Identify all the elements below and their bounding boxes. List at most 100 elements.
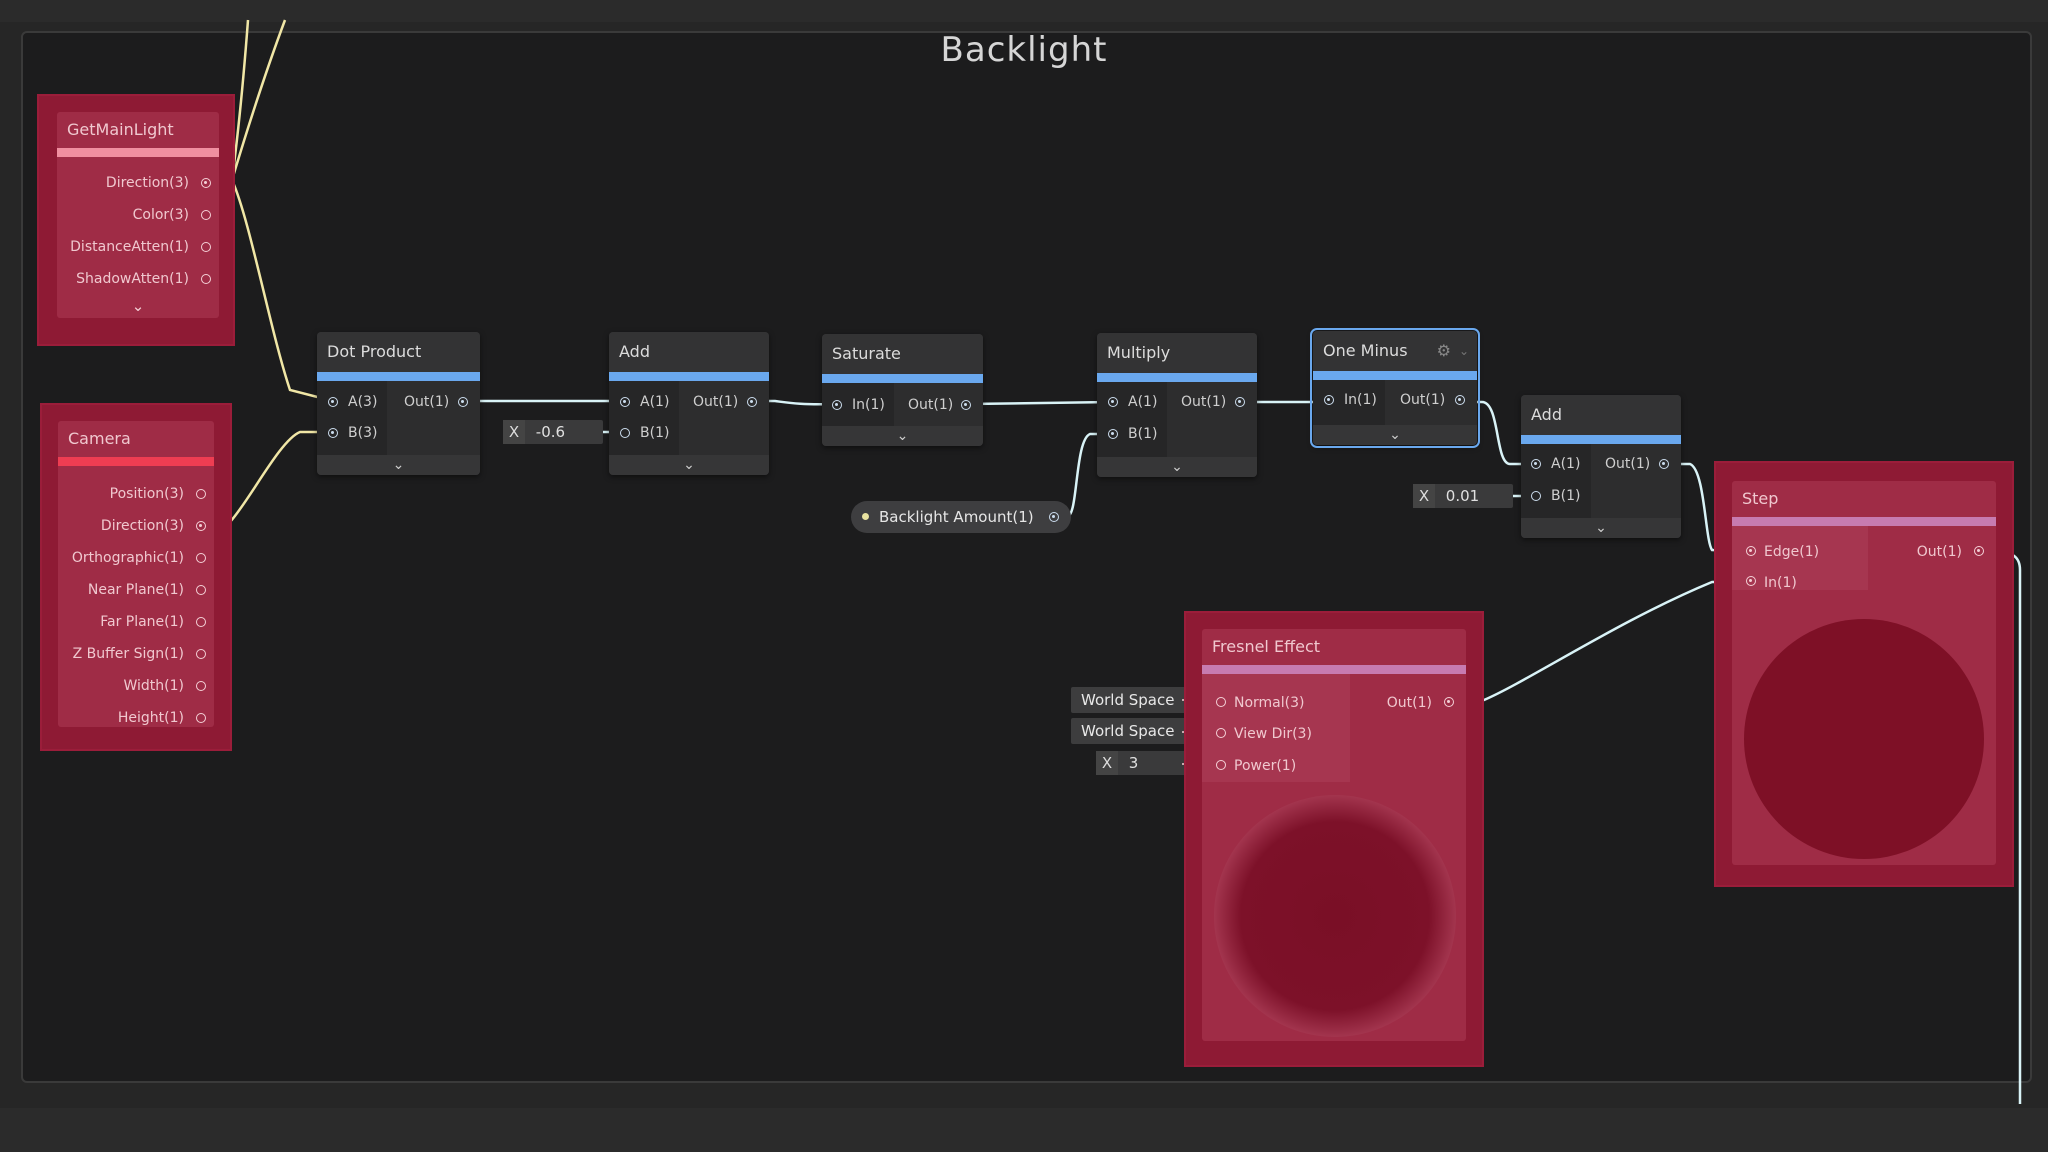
- wire-light-direction-to-dot: [210, 178, 334, 403]
- wire-light-direction-up-2: [230, 19, 287, 181]
- dot-product-node[interactable]: Dot Product A(3) B(3) Out(1) ⌄: [317, 332, 480, 475]
- output-port-z-buffer-sign[interactable]: [196, 649, 206, 659]
- input-port-in[interactable]: [1746, 576, 1756, 586]
- input-column: [1097, 382, 1167, 457]
- output-port[interactable]: [1659, 459, 1669, 469]
- multiply-node[interactable]: Multiply A(1) B(1) Out(1) ⌄: [1097, 333, 1257, 477]
- input-port-b[interactable]: [1108, 429, 1118, 439]
- chevron-down-icon[interactable]: ⌄: [1521, 518, 1681, 538]
- add-node[interactable]: Add A(1) B(1) Out(1) ⌄: [609, 332, 769, 475]
- output-port-direction[interactable]: [196, 521, 206, 531]
- normal-space-dropdown[interactable]: World Space: [1071, 687, 1191, 713]
- gear-icon[interactable]: ⚙: [1436, 341, 1451, 360]
- graph-canvas[interactable]: [21, 31, 2032, 1083]
- input-column: [317, 381, 387, 455]
- input-port-in[interactable]: [832, 400, 842, 410]
- add-node-2[interactable]: Add A(1) B(1) Out(1) ⌄: [1521, 395, 1681, 538]
- output-label: Direction(3): [105, 175, 189, 191]
- node-title: Fresnel Effect: [1212, 637, 1321, 656]
- chevron-down-icon[interactable]: ⌄: [131, 297, 145, 315]
- chevron-down-icon[interactable]: ⌄: [1313, 425, 1477, 445]
- output-port-orthographic[interactable]: [196, 553, 206, 563]
- node-title: One Minus: [1323, 341, 1408, 360]
- axis-label: X: [1413, 484, 1435, 508]
- viewdir-space-dropdown[interactable]: World Space: [1071, 718, 1191, 744]
- output-port-shadow-atten[interactable]: [201, 274, 211, 284]
- output-port[interactable]: [1235, 397, 1245, 407]
- input-port-b[interactable]: [620, 428, 630, 438]
- input-port-a[interactable]: [328, 397, 338, 407]
- input-label: B(3): [348, 425, 378, 441]
- input-label: B(1): [1551, 488, 1581, 504]
- camera-node[interactable]: Camera Position(3) Direction(3) Orthogra…: [40, 403, 232, 751]
- saturate-node[interactable]: Saturate In(1) Out(1) ⌄: [822, 334, 983, 446]
- output-port[interactable]: [1974, 546, 1984, 556]
- input-port-view-dir[interactable]: [1216, 728, 1226, 738]
- backlight-amount-property[interactable]: Backlight Amount(1): [851, 501, 1071, 533]
- output-port-width[interactable]: [196, 681, 206, 691]
- node-header-bar: [1732, 517, 1996, 526]
- field-value: 0.01: [1445, 487, 1480, 505]
- one-minus-node[interactable]: One Minus ⚙ ⌄ In(1) Out(1) ⌄: [1310, 328, 1480, 448]
- input-label: B(1): [640, 425, 670, 441]
- input-port-normal[interactable]: [1216, 697, 1226, 707]
- input-port-a[interactable]: [620, 397, 630, 407]
- input-label: View Dir(3): [1234, 726, 1312, 742]
- node-header-bar: [1313, 371, 1477, 380]
- camera-panel: Camera: [58, 421, 214, 727]
- output-port[interactable]: [961, 400, 971, 410]
- input-label: In(1): [852, 397, 885, 413]
- output-label: DistanceAtten(1): [70, 239, 189, 255]
- property-indicator: [862, 513, 869, 520]
- input-label: A(1): [1551, 456, 1581, 472]
- get-main-light-node[interactable]: GetMainLight Direction(3) Color(3) Dista…: [37, 94, 235, 346]
- axis-label: X: [503, 420, 525, 444]
- add-b-value-field[interactable]: X -0.6: [503, 420, 603, 444]
- chevron-down-icon[interactable]: ⌄: [822, 426, 983, 446]
- add2-b-value-field[interactable]: X 0.01: [1413, 484, 1513, 508]
- step-node[interactable]: Step Edge(1) In(1) Out(1): [1714, 461, 2014, 887]
- input-label: A(1): [1128, 394, 1158, 410]
- chevron-down-icon[interactable]: ⌄: [1458, 344, 1469, 358]
- output-label: Orthographic(1): [71, 550, 184, 566]
- node-title-bar: One Minus ⚙ ⌄: [1313, 331, 1477, 371]
- output-port[interactable]: [747, 397, 757, 407]
- output-port-direction[interactable]: [201, 178, 211, 188]
- input-port-b[interactable]: [1531, 491, 1541, 501]
- step-preview: [1744, 619, 1984, 859]
- node-header-bar: [1521, 435, 1681, 444]
- node-title: Multiply: [1097, 333, 1257, 373]
- output-label: Out(1): [1916, 544, 1962, 560]
- input-port-b[interactable]: [328, 428, 338, 438]
- output-port[interactable]: [1455, 395, 1465, 405]
- get-main-light-panel: GetMainLight: [57, 112, 219, 318]
- wire-oneminus-to-add2: [1462, 400, 1536, 466]
- chevron-down-icon[interactable]: ⌄: [609, 455, 769, 475]
- output-port-color[interactable]: [201, 210, 211, 220]
- output-port-far-plane[interactable]: [196, 617, 206, 627]
- output-port-position[interactable]: [196, 489, 206, 499]
- input-port-in[interactable]: [1324, 395, 1334, 405]
- input-port-power[interactable]: [1216, 760, 1226, 770]
- input-port-a[interactable]: [1531, 459, 1541, 469]
- output-label: Out(1): [404, 394, 450, 410]
- output-port-distance-atten[interactable]: [201, 242, 211, 252]
- fresnel-effect-node[interactable]: Fresnel Effect Normal(3) View Dir(3) Pow…: [1184, 611, 1484, 1067]
- output-port[interactable]: [1444, 697, 1454, 707]
- node-header-bar: [822, 374, 983, 383]
- chevron-down-icon[interactable]: ⌄: [1097, 457, 1257, 477]
- chevron-down-icon[interactable]: ⌄: [317, 455, 480, 475]
- output-label: ShadowAtten(1): [76, 271, 189, 287]
- property-output-port[interactable]: [1049, 512, 1059, 522]
- output-label: Width(1): [123, 678, 184, 694]
- input-port-edge[interactable]: [1746, 546, 1756, 556]
- step-panel: Step: [1732, 481, 1996, 865]
- output-label: Color(3): [132, 207, 189, 223]
- output-port[interactable]: [458, 397, 468, 407]
- output-port-height[interactable]: [196, 713, 206, 723]
- output-port-near-plane[interactable]: [196, 585, 206, 595]
- input-label: A(1): [640, 394, 670, 410]
- power-value-field[interactable]: X 3: [1096, 751, 1190, 775]
- node-title: Camera: [68, 429, 131, 448]
- input-port-a[interactable]: [1108, 397, 1118, 407]
